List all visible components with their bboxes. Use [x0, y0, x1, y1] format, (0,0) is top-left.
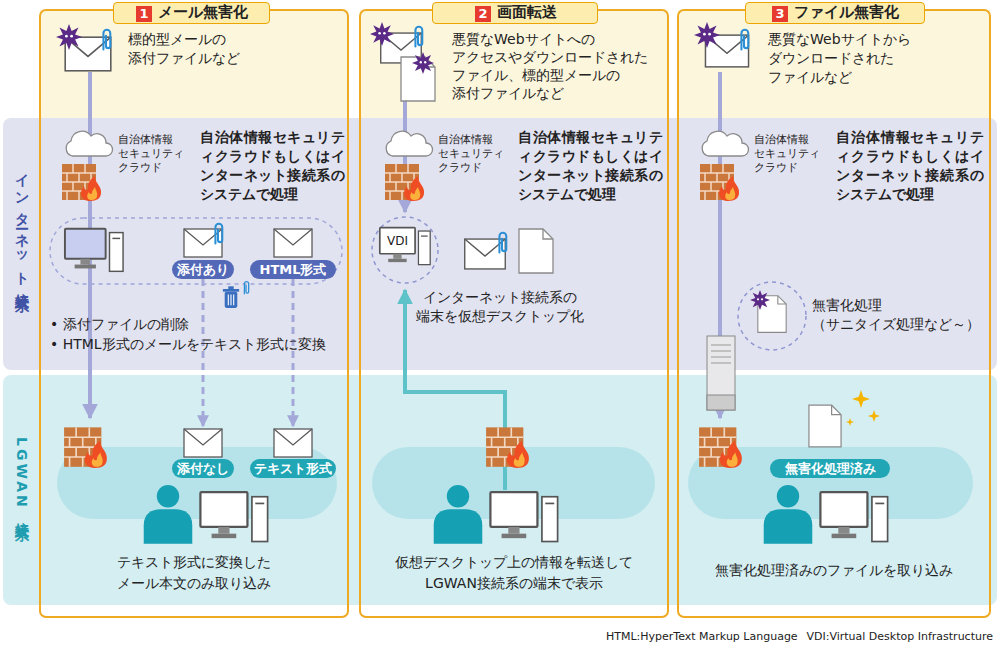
callout-number: 2 — [475, 6, 491, 22]
tag-text: テキスト形式 — [250, 459, 336, 478]
section-title: メール無害化 — [158, 3, 248, 22]
tag-text: 無害化処理済み — [770, 459, 890, 478]
section-title: 画面転送 — [497, 3, 557, 22]
annotation-text: 自治体情報セキュリティクラウドもしくはインターネット接続系のシステムで処理 — [200, 128, 345, 204]
annotation-text: • HTML形式のメールをテキスト形式に変換 — [50, 335, 346, 354]
annotation-text: テキスト形式に変換した メール本文のみ取り込み — [44, 552, 344, 594]
mail-icon — [184, 429, 222, 457]
section-tab: 画面転送 2 — [432, 2, 598, 24]
annotation-text: VDI — [380, 233, 415, 249]
annotation-text: 無害化処理 （サニタイズ処理など～） — [812, 296, 992, 334]
firewall-icon — [699, 427, 742, 468]
column-top-fill — [678, 10, 990, 118]
firewall-icon — [62, 164, 101, 201]
virus-icon — [370, 22, 394, 46]
firewall-icon — [385, 164, 424, 201]
virus-icon — [56, 24, 82, 50]
status-tag: 無害化処理済み — [770, 457, 890, 478]
annotation-text: HTML:HyperText Markup Language — [606, 630, 796, 644]
virus-icon — [750, 290, 770, 310]
firewall-icon — [700, 164, 739, 201]
annotation-text: 仮想デスクトップ上の情報を転送して LGWAN接続系の端末で表示 — [364, 552, 664, 594]
firewall-icon — [64, 427, 107, 468]
status-tag: テキスト形式 — [250, 426, 336, 478]
paperclip-icon — [103, 30, 110, 50]
section-title: ファイル無害化 — [794, 3, 899, 22]
annotation-text: 悪質なWebサイトから ダウンロードされた ファイルなど — [768, 30, 973, 87]
callout-number: 3 — [772, 6, 788, 22]
callout-number: 1 — [136, 6, 152, 22]
annotation-text: • 添付ファイルの削除 — [50, 315, 340, 334]
tag-text: HTML形式 — [250, 260, 336, 279]
user-icon — [764, 485, 813, 544]
annotation-text: 標的型メールの 添付ファイルなど — [128, 30, 298, 68]
zone-label: インターネット接続系 — [13, 164, 31, 290]
paperclip-icon — [415, 27, 422, 47]
annotation-text: 自治体情報 セキュリティ クラウド — [438, 133, 513, 175]
trash-icon — [223, 286, 239, 308]
virus-icon — [412, 52, 434, 74]
server-icon — [707, 336, 735, 410]
firewall-icon — [486, 427, 529, 468]
tag-text: 添付なし — [172, 459, 234, 478]
annotation-text: インターネット接続系の 端末を仮想デスクトップ化 — [400, 288, 600, 326]
virus-icon — [694, 22, 720, 48]
mail-icon — [274, 229, 312, 257]
annotation-text: 自治体情報セキュリティクラウドもしくはインターネット接続系のシステムで処理 — [518, 128, 663, 204]
document-icon — [809, 405, 841, 447]
status-tag: 添付なし — [172, 426, 234, 478]
paperclip-icon — [741, 30, 748, 50]
status-tag: HTML形式 — [250, 226, 336, 279]
tag-text: 添付あり — [172, 260, 234, 279]
annotation-text: VDI:Virtual Desktop Infrastructure — [795, 630, 993, 644]
callout-number: 3 — [772, 6, 788, 22]
annotation-text: 自治体情報 セキュリティ クラウド — [754, 133, 829, 175]
annotation-text: 無害化処理済みのファイルを取り込み — [682, 560, 986, 581]
column-top-fill — [40, 10, 348, 118]
callout-number: 2 — [475, 6, 491, 22]
annotation-text: 悪質なWebサイトへの アクセスやダウンロードされた ファイル、標的型メールの … — [452, 30, 664, 102]
zone-label: LGWAN接続系 — [13, 437, 31, 519]
callout-number: 1 — [136, 6, 152, 22]
annotation-text: 自治体情報セキュリティクラウドもしくはインターネット接続系のシステムで処理 — [836, 128, 984, 204]
mail-icon — [274, 429, 312, 457]
status-tag: 添付あり — [172, 226, 234, 279]
user-icon — [434, 485, 483, 544]
user-icon — [144, 485, 193, 544]
document-icon — [519, 229, 553, 273]
annotation-text: 自治体情報 セキュリティ クラウド — [118, 133, 193, 175]
section-tab: メール無害化 1 — [113, 2, 270, 24]
section-tab: ファイル無害化 3 — [745, 2, 925, 24]
